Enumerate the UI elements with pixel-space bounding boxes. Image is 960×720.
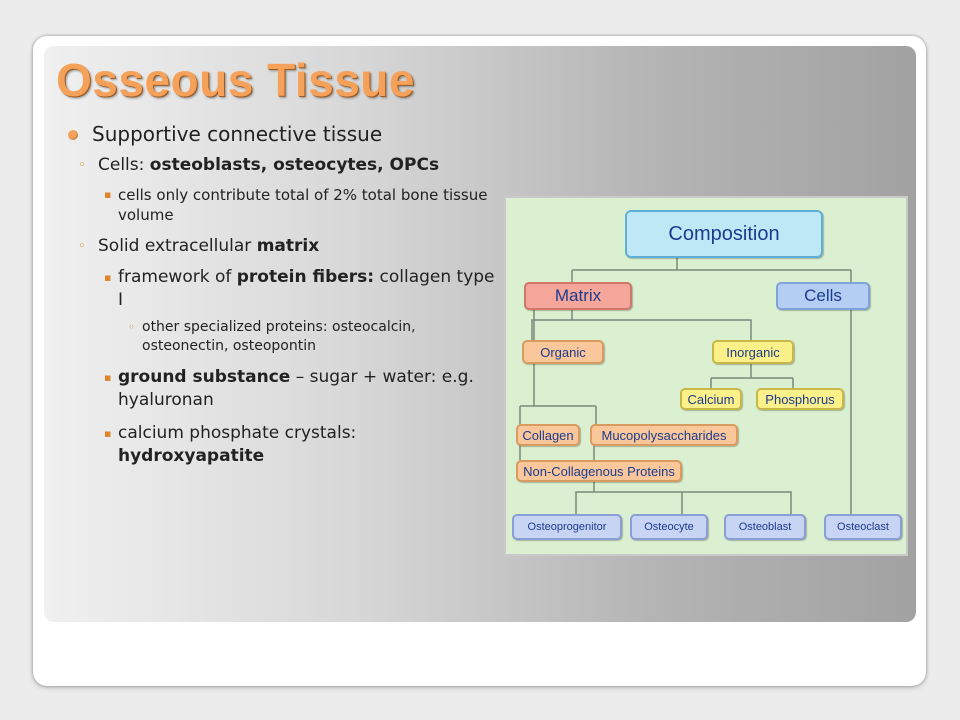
node-matrix: Matrix — [524, 282, 632, 310]
node-organic: Organic — [522, 340, 604, 364]
bullet-dot-icon — [68, 130, 78, 140]
bullet-bold-text: osteoblasts, osteocytes, OPCs — [149, 155, 440, 175]
node-phosphorus: Phosphorus — [756, 388, 844, 410]
square-bullet-icon: ▪ — [104, 371, 112, 384]
node-osteoprogenitor: Osteoprogenitor — [512, 514, 622, 540]
bullet-text: framework of — [118, 267, 237, 287]
node-calcium: Calcium — [680, 388, 742, 410]
bullet-text: cells only contribute total of 2% total … — [118, 186, 488, 224]
bullet-text: collagen type I — [118, 267, 495, 310]
ring-bullet-icon: ◦ — [128, 320, 136, 334]
connector-line — [571, 258, 852, 282]
bullet-text: Cells: — [98, 155, 150, 175]
bullet-bold-text: matrix — [256, 236, 320, 256]
bullet-proteins: ◦ other specialized proteins: osteocalci… — [128, 318, 498, 356]
square-bullet-icon: ▪ — [104, 427, 112, 440]
bullet-supportive: Supportive connective tissue — [68, 120, 498, 148]
bullet-text: Supportive connective tissue — [92, 122, 383, 146]
bullet-list: Supportive connective tissue ◦ Cells: os… — [68, 120, 498, 468]
bullet-bold-text: protein fibers: — [236, 267, 375, 287]
slide: Osseous Tissue Supportive connective tis… — [44, 46, 916, 622]
bullet-text: – sugar + water: e.g. hyaluronan — [118, 367, 474, 410]
bullet-cells: ◦ Cells: osteoblasts, osteocytes, OPCs — [78, 154, 498, 177]
bullet-ground-substance: ▪ ground substance – sugar + water: e.g.… — [104, 366, 498, 412]
connector-line — [519, 364, 597, 460]
bullet-text: calcium phosphate crystals: — [118, 423, 357, 443]
bullet-text: Solid extracellular — [98, 236, 257, 256]
connector-line — [575, 308, 852, 514]
square-bullet-icon: ▪ — [104, 188, 112, 201]
node-osteoclast: Osteoclast — [824, 514, 902, 540]
ring-bullet-icon: ◦ — [78, 158, 86, 173]
node-collagen: Collagen — [516, 424, 580, 446]
connector-line — [710, 364, 794, 388]
bullet-framework: ▪ framework of protein fibers: collagen … — [104, 266, 498, 312]
bullet-matrix: ◦ Solid extracellular matrix — [78, 235, 498, 258]
bullet-text: other specialized proteins: osteocalcin,… — [142, 319, 416, 354]
node-osteocyte: Osteocyte — [630, 514, 708, 540]
node-mucopolysaccharides: Mucopolysaccharides — [590, 424, 738, 446]
diagram-connectors — [519, 258, 852, 514]
square-bullet-icon: ▪ — [104, 271, 112, 284]
ring-bullet-icon: ◦ — [78, 239, 86, 254]
bullet-bold-text: ground substance — [118, 367, 291, 387]
bullet-calcium-phosphate: ▪ calcium phosphate crystals: hydroxyapa… — [104, 422, 498, 468]
node-osteoblast: Osteoblast — [724, 514, 806, 540]
bullet-cells-note: ▪ cells only contribute total of 2% tota… — [104, 185, 498, 225]
connector-line — [531, 308, 752, 340]
node-non-collagenous-proteins: Non-Collagenous Proteins — [516, 460, 682, 482]
node-inorganic: Inorganic — [712, 340, 794, 364]
node-composition: Composition — [625, 210, 823, 258]
bullet-bold-text: hydroxyapatite — [118, 446, 265, 466]
node-cells: Cells — [776, 282, 870, 310]
composition-diagram: Composition Matrix Cells Organic Inorgan… — [504, 196, 908, 556]
slide-title: Osseous Tissue — [56, 54, 415, 106]
